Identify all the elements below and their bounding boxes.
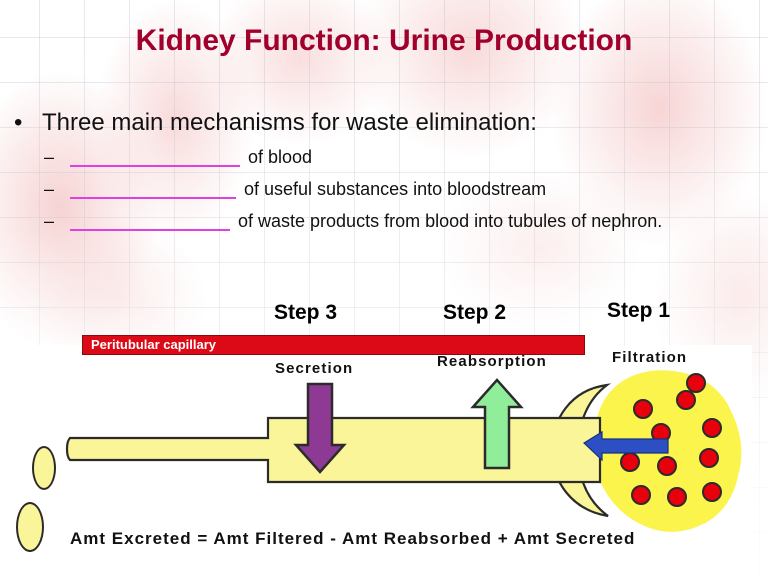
blood-dot	[686, 373, 706, 393]
bullet-level1-text: Three main mechanisms for waste eliminat…	[42, 109, 537, 136]
process-label-reabsorption: Reabsorption	[437, 353, 547, 370]
reabsorption-arrow-icon	[470, 378, 524, 470]
blood-dot	[620, 452, 640, 472]
diagram-vector-layer	[65, 370, 742, 532]
page-title: Kidney Function: Urine Production	[135, 24, 633, 57]
fill-in-blank-1[interactable]	[70, 146, 240, 167]
dash-marker-icon: –	[44, 179, 55, 199]
dash-marker-icon: –	[44, 211, 55, 231]
sub-bullet-1-text: of blood	[248, 147, 313, 167]
sub-bullet-3-text: of waste products from blood into tubule…	[238, 211, 663, 231]
urine-droplet	[32, 446, 56, 490]
filtration-arrow-icon	[583, 430, 669, 462]
blood-dot	[631, 485, 651, 505]
urine-droplet	[16, 502, 44, 552]
secretion-arrow-icon	[293, 382, 347, 474]
blood-dot	[699, 448, 719, 468]
blood-dot	[667, 487, 687, 507]
step-label-3: Step 3	[274, 301, 338, 324]
blood-dot-group	[620, 373, 722, 507]
step-label-1: Step 1	[607, 299, 671, 322]
sub-bullet-2-text: of useful substances into bloodstream	[244, 179, 547, 199]
peritubular-capillary-bar: Peritubular capillary	[82, 335, 585, 355]
nephron-diagram: Step 3 Step 2 Step 1 Peritubular capilla…	[0, 290, 768, 576]
blood-dot	[702, 482, 722, 502]
process-label-secretion: Secretion	[275, 360, 354, 377]
fill-in-blank-2[interactable]	[70, 178, 236, 199]
peritubular-capillary-label: Peritubular capillary	[91, 337, 216, 352]
sub-bullet-3: – of waste products from blood into tubul…	[0, 208, 662, 234]
blood-dot	[676, 390, 696, 410]
process-label-filtration: Filtration	[612, 349, 688, 366]
fill-in-blank-3[interactable]	[70, 210, 230, 231]
step-label-2: Step 2	[443, 301, 507, 324]
bullet-marker-icon: •	[14, 109, 23, 136]
blood-dot	[657, 456, 677, 476]
bullet-level1: • Three main mechanisms for waste elimina…	[14, 109, 754, 137]
excretion-equation: Amt Excreted = Amt Filtered - Amt Reabso…	[70, 529, 636, 548]
sub-bullet-1: – of blood	[0, 144, 312, 170]
sub-bullet-2: – of useful substances into bloodstream	[0, 176, 546, 202]
blood-dot	[702, 418, 722, 438]
blood-dot	[633, 399, 653, 419]
dash-marker-icon: –	[44, 147, 55, 167]
